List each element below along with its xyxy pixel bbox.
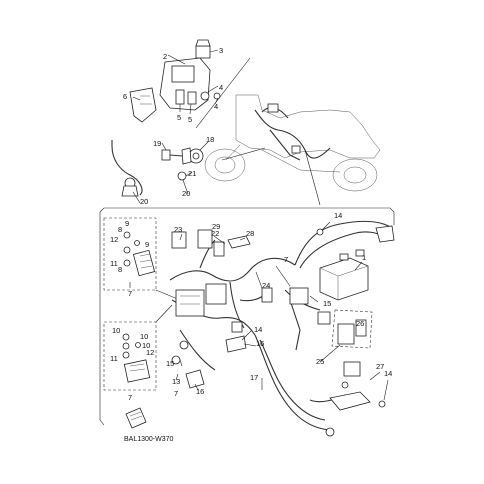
callout-7b: 7	[128, 393, 132, 402]
callout-11a: 11	[110, 259, 118, 268]
sensor-assembly	[111, 140, 209, 204]
callout-10b: 10	[140, 332, 148, 341]
leader-lines	[175, 221, 389, 401]
callout-9a: 9	[125, 219, 129, 228]
callout-20b: 20	[140, 197, 148, 206]
callout-8a: 8	[118, 225, 122, 234]
callout-13: 13	[172, 377, 180, 386]
callout-14c: 14	[384, 369, 392, 378]
callout-16b: 16	[196, 387, 204, 396]
callout-3: 3	[219, 46, 223, 55]
relay-detail-box-lower	[103, 304, 173, 391]
callout-19: 19	[153, 139, 161, 148]
callout-10a: 10	[112, 326, 120, 335]
callout-7a: 7	[128, 289, 132, 298]
callout-7d: 7	[284, 255, 288, 264]
callout-5b: 5	[188, 115, 192, 124]
abs-unit-assembly	[129, 39, 221, 123]
callout-2: 2	[163, 52, 167, 61]
callout-22: 22	[211, 229, 219, 238]
callout-26: 26	[356, 319, 364, 328]
callout-18: 18	[206, 135, 214, 144]
callout-25: 25	[316, 357, 324, 366]
callout-20a: 20	[182, 189, 190, 198]
callout-8b: 8	[118, 265, 122, 274]
callout-5a: 5	[177, 113, 181, 122]
pointer-line-upper	[195, 57, 251, 129]
callout-labels: 1 2 3 4 4 5 5 6 7 7 7 7 8 8 9 9 10 10 10…	[110, 46, 392, 402]
callout-15a: 15	[323, 299, 331, 308]
callout-17: 17	[250, 373, 258, 382]
callout-12b: 12	[146, 348, 154, 357]
diagram-code: BAL1300-W370	[124, 436, 174, 443]
warning-label-plate	[125, 407, 147, 429]
callout-6: 6	[123, 92, 127, 101]
callout-7c: 7	[174, 389, 178, 398]
callout-16a: 16	[256, 339, 264, 348]
harness-components	[171, 225, 395, 437]
callout-14a: 14	[334, 211, 342, 220]
callout-21: 21	[188, 169, 196, 178]
callout-9b: 9	[145, 240, 149, 249]
callout-29: 29	[212, 222, 220, 231]
callout-24: 24	[262, 281, 270, 290]
relay-detail-box-upper	[103, 217, 181, 301]
callout-14b: 14	[254, 325, 262, 334]
callout-15b: 15	[166, 359, 174, 368]
callout-1: 1	[362, 253, 366, 262]
callout-23: 23	[174, 225, 182, 234]
callout-10c: 10	[142, 341, 150, 350]
pointer-line-middle	[221, 147, 266, 161]
callout-11b: 11	[110, 354, 118, 363]
callout-4b: 4	[214, 102, 218, 111]
motorcycle-silhouette	[204, 94, 381, 192]
pointer-line-lower	[304, 149, 321, 206]
callout-27: 27	[376, 362, 384, 371]
callout-12a: 12	[110, 235, 118, 244]
callout-4a: 4	[219, 83, 223, 92]
callout-28: 28	[246, 229, 254, 238]
main-frame-outline	[99, 207, 395, 426]
